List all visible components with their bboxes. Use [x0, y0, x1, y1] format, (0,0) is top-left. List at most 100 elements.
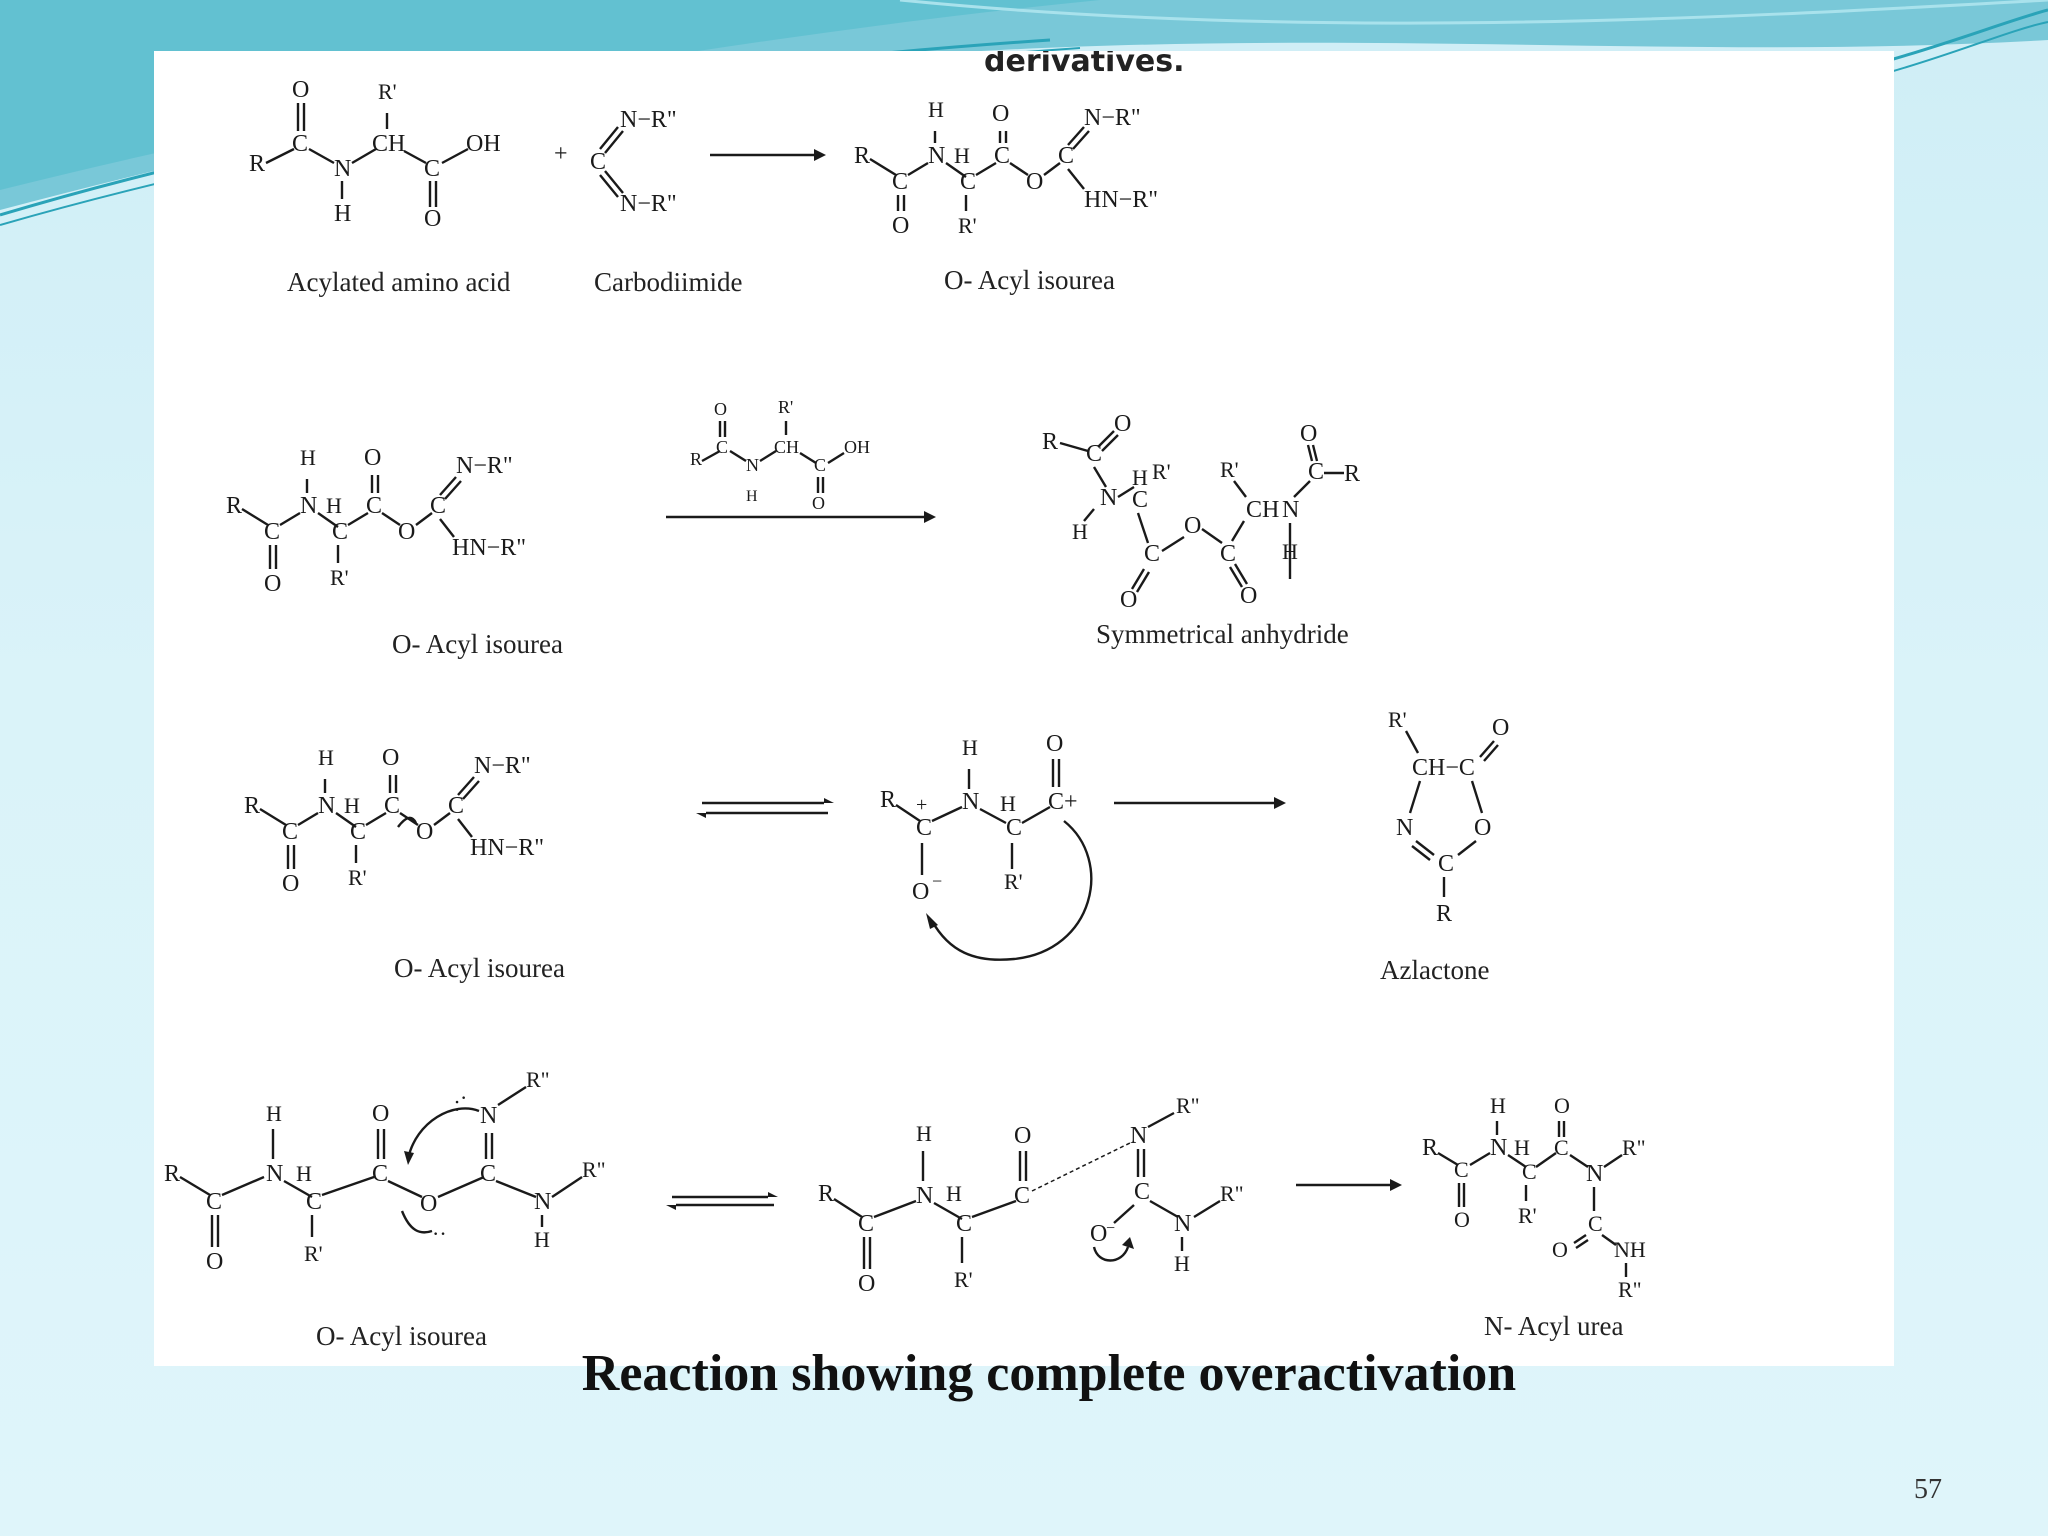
svg-text:C: C — [956, 1211, 972, 1237]
svg-text:·: · — [460, 1085, 467, 1110]
svg-text:R: R — [1042, 429, 1058, 455]
label-o-acyl-isourea-3: O- Acyl isourea — [394, 953, 565, 983]
svg-text:R: R — [818, 1181, 834, 1207]
svg-text:N: N — [916, 1183, 933, 1209]
svg-text:C: C — [1554, 1135, 1569, 1160]
svg-text:R": R" — [1220, 1181, 1244, 1206]
label-n-acyl-urea: N- Acyl urea — [1484, 1311, 1623, 1341]
svg-text:NH: NH — [1614, 1237, 1646, 1262]
label-o-acyl-isourea-2: O- Acyl isourea — [392, 629, 563, 659]
svg-text:O: O — [1120, 587, 1137, 613]
svg-text:O: O — [282, 871, 299, 897]
svg-text:H: H — [334, 201, 351, 227]
row4-intermediate: R C O N H H C R' C O N R" C O − — [818, 1093, 1244, 1297]
row2-reagent: R C O N H CH R' C O OH — [690, 397, 870, 513]
svg-text:N: N — [534, 1189, 551, 1215]
row3-azlactone: R' CH−C O N O C R — [1388, 707, 1509, 927]
svg-text:O: O — [1090, 1221, 1107, 1247]
svg-text:O: O — [892, 213, 909, 239]
svg-text:O: O — [714, 399, 727, 419]
svg-text:O: O — [1026, 169, 1043, 195]
svg-text:R: R — [854, 143, 870, 169]
svg-text:O: O — [1184, 513, 1201, 539]
svg-text:N: N — [1586, 1161, 1603, 1187]
svg-text:H: H — [954, 143, 970, 168]
svg-text:C: C — [430, 493, 446, 519]
row3-equilibrium-arrow — [696, 798, 834, 818]
svg-text:H: H — [1072, 519, 1088, 544]
svg-text:C: C — [960, 169, 976, 195]
svg-text:O: O — [420, 1191, 437, 1217]
svg-text:C: C — [1588, 1211, 1603, 1236]
svg-text:H: H — [946, 1181, 962, 1206]
svg-text:O: O — [1014, 1123, 1031, 1149]
row2-arrow — [666, 511, 936, 523]
svg-text::: : — [454, 1091, 460, 1116]
svg-text:R': R' — [348, 865, 367, 890]
row4-o-acyl-isourea: R C O N H H C R' C O O C N : · — [164, 1067, 606, 1275]
svg-text:··: ·· — [432, 1221, 447, 1246]
svg-text:H: H — [1174, 1251, 1190, 1276]
svg-text:R": R" — [1618, 1277, 1642, 1302]
svg-text:C: C — [332, 519, 348, 545]
svg-text:R': R' — [1152, 459, 1171, 484]
svg-text:N: N — [1282, 497, 1299, 523]
svg-text:+: + — [916, 794, 927, 816]
row4-equilibrium-arrow — [666, 1192, 778, 1210]
svg-text:C: C — [264, 519, 280, 545]
reaction-scheme: derivatives. R C O N H CH R' C O OH + C — [164, 51, 1646, 1351]
svg-text:C: C — [1132, 487, 1148, 513]
svg-text:R': R' — [304, 1241, 323, 1266]
svg-text:−: − — [932, 871, 942, 891]
svg-text:+: + — [554, 141, 568, 167]
svg-text:C: C — [1086, 441, 1102, 467]
svg-text:C: C — [1058, 143, 1074, 169]
svg-text:N: N — [300, 493, 317, 519]
label-acylated-amino-acid: Acylated amino acid — [287, 267, 511, 297]
svg-text:N: N — [1130, 1123, 1147, 1149]
svg-text:O: O — [398, 519, 415, 545]
svg-text:O: O — [372, 1101, 389, 1127]
svg-text:R: R — [690, 449, 702, 469]
svg-text:CH−C: CH−C — [1412, 755, 1475, 781]
svg-text:H: H — [534, 1227, 550, 1252]
svg-text:H: H — [1490, 1093, 1506, 1118]
svg-text:R: R — [249, 151, 265, 177]
svg-text:C: C — [384, 793, 400, 819]
svg-text:O: O — [382, 745, 399, 771]
svg-text:O: O — [1046, 731, 1063, 757]
svg-text:N: N — [266, 1161, 283, 1187]
svg-text:C: C — [858, 1211, 874, 1237]
svg-text:H: H — [746, 488, 758, 505]
svg-text:H: H — [928, 97, 944, 122]
svg-text:R: R — [244, 793, 260, 819]
svg-text:R": R" — [526, 1067, 550, 1092]
svg-text:−: − — [1106, 1220, 1115, 1237]
row4-n-acyl-urea: R C O N H H C R' C O N R" C O — [1422, 1093, 1646, 1302]
svg-text:N: N — [1490, 1135, 1507, 1161]
svg-text:O: O — [1240, 583, 1257, 609]
row3-intermediate: R + C O − N H H C R' C+ O — [880, 731, 1093, 961]
svg-text:R": R" — [582, 1157, 606, 1182]
row1-carbodiimide: C N−R" N−R" — [590, 107, 677, 217]
svg-text:C: C — [1134, 1179, 1150, 1205]
svg-text:C: C — [206, 1189, 222, 1215]
svg-text:R': R' — [958, 213, 977, 238]
svg-text:C: C — [1438, 851, 1454, 877]
svg-text:O: O — [1554, 1093, 1570, 1118]
svg-text:R': R' — [1220, 457, 1239, 482]
svg-text:O: O — [1474, 815, 1491, 841]
svg-text:H: H — [344, 793, 360, 818]
label-symmetrical-anhydride: Symmetrical anhydride — [1096, 619, 1349, 649]
svg-text:N: N — [480, 1103, 497, 1129]
svg-text:CH: CH — [774, 437, 799, 457]
row1-o-acyl-isourea: R C O N H H C R' C O O C N−R" HN−R" — [854, 97, 1158, 239]
svg-text:H: H — [318, 745, 334, 770]
svg-text:N−R": N−R" — [474, 753, 531, 779]
svg-text:O: O — [364, 445, 381, 471]
svg-text:N−R": N−R" — [620, 107, 677, 133]
svg-text:H: H — [916, 1121, 932, 1146]
svg-text:H: H — [1514, 1135, 1530, 1160]
row4-arrow — [1296, 1179, 1402, 1191]
svg-text:C: C — [1006, 815, 1022, 841]
